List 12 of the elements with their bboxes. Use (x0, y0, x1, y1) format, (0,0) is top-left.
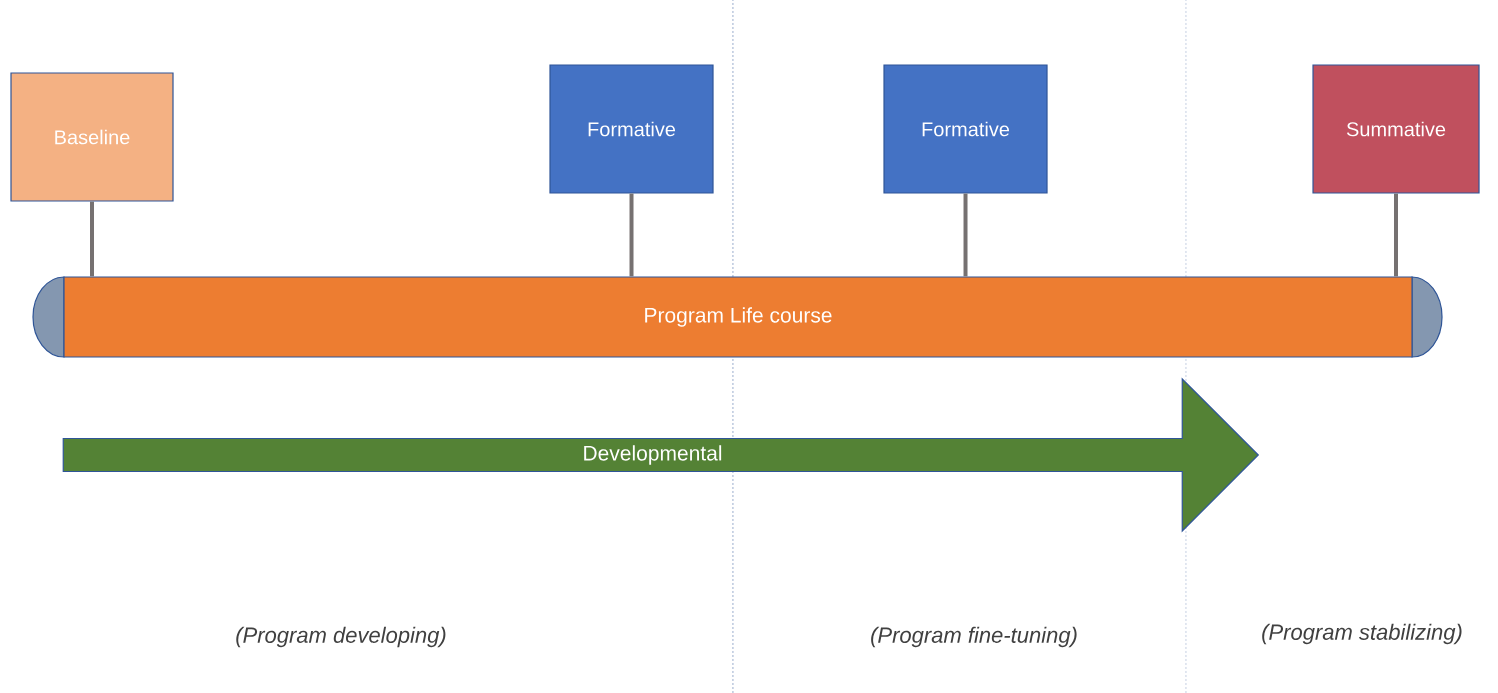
formative-box: Formative (883, 64, 1048, 194)
phase-label: (Program fine-tuning) (871, 626, 1077, 648)
connector-line (1394, 193, 1398, 277)
connector-line (629, 193, 634, 277)
formative-box: Formative (549, 64, 714, 194)
summative-box: Summative (1312, 64, 1480, 194)
connector-line (963, 193, 968, 277)
phase-label: (Program developing) (236, 626, 446, 648)
timeline-bar: Program Life course (32, 276, 1443, 358)
baseline-box: Baseline (10, 72, 174, 202)
phase-label: (Program stabilizing) (1262, 623, 1462, 645)
connector-line (90, 201, 94, 277)
